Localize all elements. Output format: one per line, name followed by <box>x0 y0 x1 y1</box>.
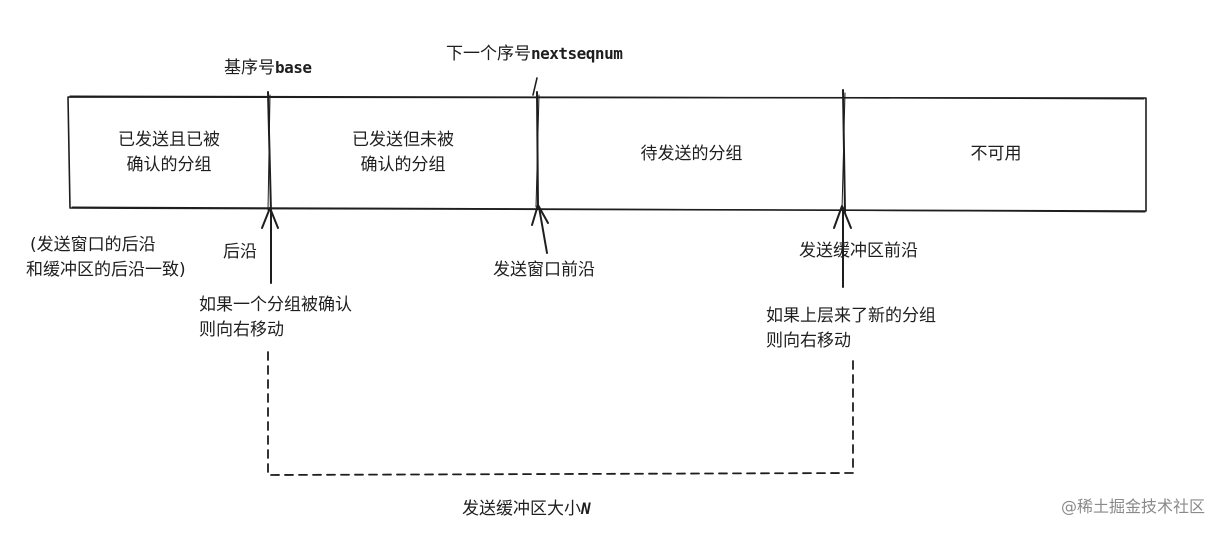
buffer-front-arrow-head <box>833 205 852 229</box>
window-front-arrow-shaft <box>538 206 548 254</box>
nextseqnum-tick <box>532 77 538 96</box>
segment-sent-unacked: 已发送但未被 确认的分组 <box>318 128 488 178</box>
segment-unavailable: 不可用 <box>846 142 1146 167</box>
rear-edge-label: 后沿 <box>223 242 257 262</box>
segment-sent-unacked-line1: 已发送但未被 <box>352 130 454 150</box>
rear-edge-note: (发送窗口的后沿 和缓冲区的后沿一致) <box>26 233 186 283</box>
segment-sent-acked-line2: 确认的分组 <box>126 155 212 175</box>
rear-move-note-line1: 如果一个分组被确认 <box>199 295 352 315</box>
front-move-note: 如果上层来了新的分组 则向右移动 <box>766 304 936 354</box>
window-front-arrow-head <box>531 204 549 226</box>
segment-sent-unacked-line2: 确认的分组 <box>360 155 446 175</box>
nextseqnum-pointer-label: 下一个序号nextseqnum <box>446 41 623 67</box>
rear-move-note-line2: 则向右移动 <box>199 320 284 340</box>
rear-move-note: 如果一个分组被确认 则向右移动 <box>199 293 352 343</box>
segment-pending: 待发送的分组 <box>540 142 843 167</box>
front-move-note-line1: 如果上层来了新的分组 <box>766 306 936 326</box>
divider-nextseqnum-overdraw <box>535 94 540 208</box>
base-pointer-label: 基序号base <box>224 55 312 81</box>
nextseqnum-pointer-var: nextseqnum <box>531 44 623 63</box>
rear-edge-note-line1: (发送窗口的后沿 <box>30 235 156 255</box>
rear-edge-arrow-head <box>261 207 279 229</box>
segment-pending-line1: 待发送的分组 <box>640 144 743 164</box>
base-pointer-prefix: 基序号 <box>224 58 275 78</box>
sequence-strip-top-overdraw <box>69 95 1145 100</box>
front-move-note-line2: 则向右移动 <box>766 331 851 351</box>
rear-edge-note-line2: 和缓冲区的后沿一致) <box>26 260 186 280</box>
buffer-size-prefix: 发送缓冲区大小 <box>462 499 581 519</box>
buffer-front-label: 发送缓冲区前沿 <box>799 241 918 261</box>
sequence-strip-bottom-overdraw <box>71 206 1146 213</box>
window-front-label: 发送窗口前沿 <box>493 260 595 280</box>
divider-base-overdraw <box>267 94 271 211</box>
nextseqnum-pointer-prefix: 下一个序号 <box>446 44 531 64</box>
base-pointer-var: base <box>275 58 312 77</box>
segment-sent-acked: 已发送且已被 确认的分组 <box>70 128 268 178</box>
buffer-size-label: 发送缓冲区大小N <box>462 496 591 522</box>
divider-buffer-front-overdraw <box>841 92 846 211</box>
watermark: @稀土掘金技术社区 <box>1060 497 1205 516</box>
buffer-size-var: N <box>581 499 591 518</box>
segment-unavailable-line1: 不可用 <box>970 144 1022 164</box>
buffer-size-bracket <box>267 351 854 476</box>
segment-sent-acked-line1: 已发送且已被 <box>118 130 220 150</box>
